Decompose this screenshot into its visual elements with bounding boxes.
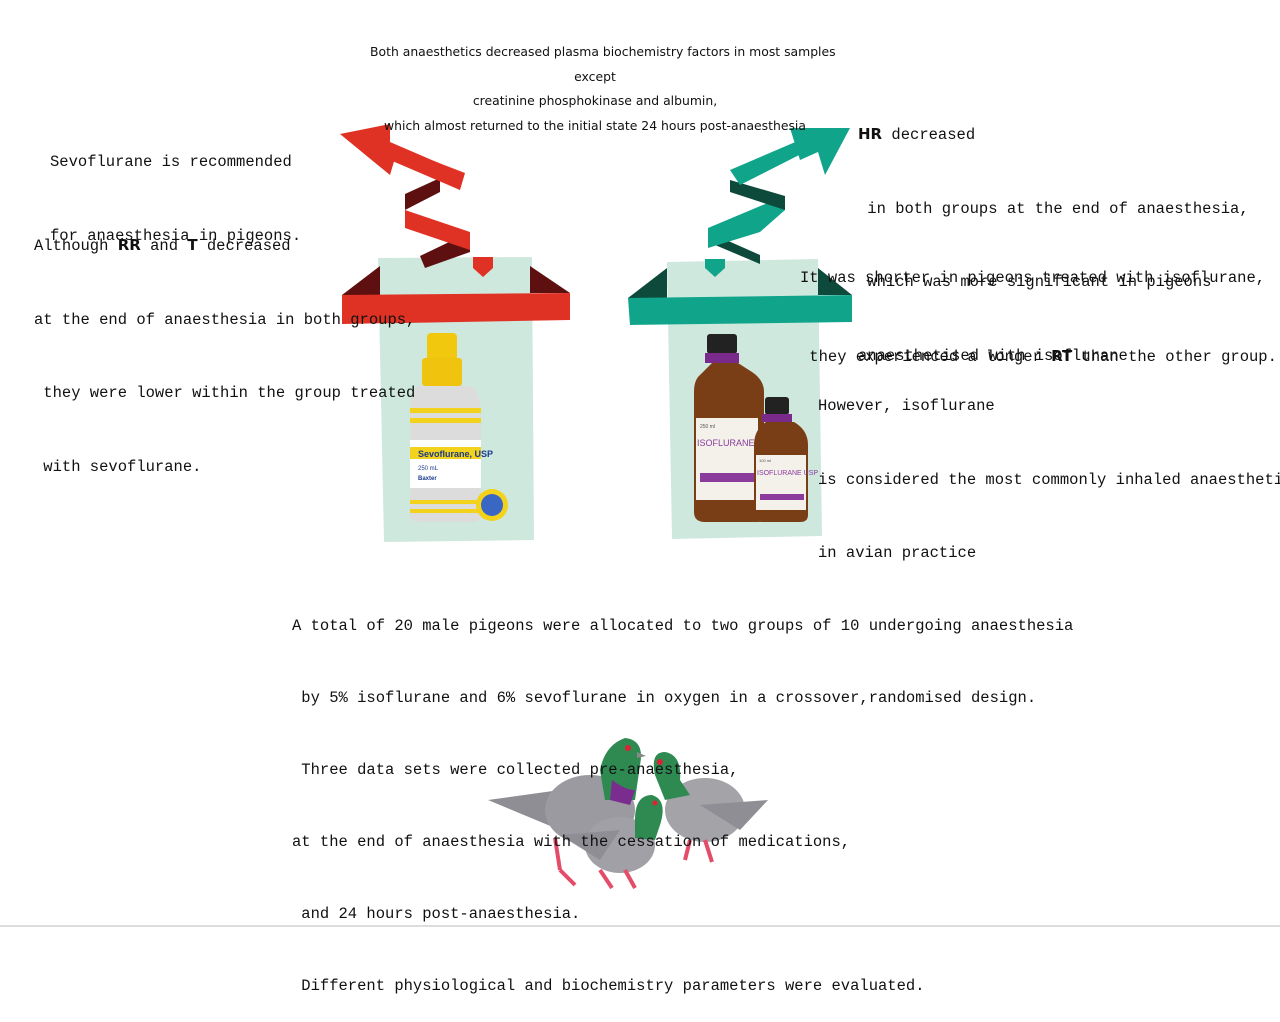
svg-text:ISOFLURANE USP: ISOFLURANE USP xyxy=(757,470,818,477)
svg-text:250 mL: 250 mL xyxy=(418,466,439,472)
svg-text:100 ml: 100 ml xyxy=(759,458,771,463)
sevoflurane-bottle-image: Sevoflurane, USP 250 mL Baxter xyxy=(409,333,508,522)
rr-t-line: at the end of anaesthesia in both groups… xyxy=(34,310,416,329)
text: Although xyxy=(34,237,118,255)
text: decreased xyxy=(882,126,976,144)
hr-finding: HR decreased in both groups at the end o… xyxy=(858,73,1249,393)
rt-finding: It was shorter in pigeons treated with i… xyxy=(800,213,1277,396)
text: than the other group. xyxy=(1072,348,1277,366)
text: decreased xyxy=(197,237,291,255)
isoflurane-common-note: However, isoflurane is considered the mo… xyxy=(818,345,1280,590)
divider xyxy=(0,925,1280,927)
text: they experienced a longer xyxy=(800,348,1052,366)
rt-term: RT xyxy=(1051,347,1073,365)
rr-t-line: they were lower within the group treated xyxy=(34,384,416,402)
methods-line: Different physiological and biochemistry… xyxy=(292,977,925,995)
methods-line: A total of 20 male pigeons were allocate… xyxy=(292,617,1074,635)
svg-text:Sevoflurane, USP: Sevoflurane, USP xyxy=(418,449,493,459)
hr-term: HR xyxy=(858,125,883,143)
diagram-graphics: Sevoflurane, USP 250 mL Baxter 250 ml IS… xyxy=(340,124,852,890)
isoflurane-bottles-image: 250 ml ISOFLURANE USP 100 ml ISOFLURANE … xyxy=(694,334,818,522)
svg-text:250 ml: 250 ml xyxy=(700,424,715,430)
svg-text:Baxter: Baxter xyxy=(418,476,437,482)
rr-term: RR xyxy=(117,236,141,254)
recommendation-line: for anaesthesia in pigeons. xyxy=(50,226,302,245)
methods-line: at the end of anaesthesia with the cessa… xyxy=(292,833,851,851)
methods-line: and 24 hours post-anaesthesia. xyxy=(292,905,581,923)
biochemistry-line: creatinine phosphokinase and albumin, xyxy=(472,93,718,109)
isoflurane-arrow xyxy=(628,128,852,325)
biochemistry-line: except xyxy=(574,68,616,84)
biochemistry-summary: Both anaesthetics decreased plasma bioch… xyxy=(370,40,836,138)
t-term: T xyxy=(187,236,198,254)
note-line: in avian practice xyxy=(818,544,977,562)
sevoflurane-recommendation: Sevoflurane is recommended for anaesthes… xyxy=(50,101,301,273)
methods-summary: A total of 20 male pigeons were allocate… xyxy=(292,566,1073,1022)
hr-line: anaesthetised with isoflurane xyxy=(858,346,1128,365)
rr-t-line: with sevoflurane. xyxy=(34,457,202,476)
rr-t-finding: Although RR and T decreased at the end o… xyxy=(34,184,415,504)
biochemistry-line: Both anaesthetics decreased plasma bioch… xyxy=(370,44,836,59)
sevoflurane-arrow xyxy=(340,124,570,324)
recommendation-line: Sevoflurane is recommended xyxy=(50,153,292,171)
note-line: However, isoflurane xyxy=(818,397,995,415)
hr-line: in both groups at the end of anaesthesia… xyxy=(858,199,1249,218)
note-line: is considered the most commonly inhaled … xyxy=(818,470,1280,489)
methods-line: by 5% isoflurane and 6% sevoflurane in o… xyxy=(292,689,1037,707)
pigeons-illustration xyxy=(488,738,768,890)
text: and xyxy=(140,237,188,255)
rt-line: It was shorter in pigeons treated with i… xyxy=(800,269,1266,287)
methods-line: Three data sets were collected pre-anaes… xyxy=(292,761,739,779)
rt-line: they experienced a longer RT than the ot… xyxy=(800,343,1277,370)
hr-line: HR decreased xyxy=(858,122,1249,148)
svg-text:ISOFLURANE USP: ISOFLURANE USP xyxy=(697,438,776,448)
biochemistry-line: which almost returned to the initial sta… xyxy=(384,117,806,133)
hr-line: which was more significant in pigeons xyxy=(858,273,1212,291)
rr-t-line: Although RR and T decreased xyxy=(34,233,415,259)
